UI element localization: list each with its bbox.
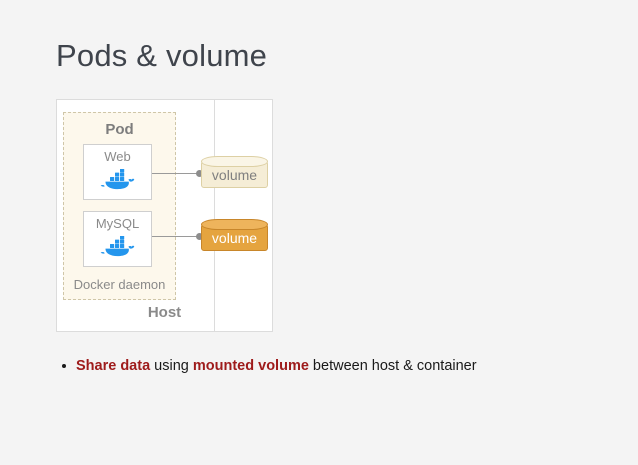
- pod-label: Pod: [105, 121, 134, 138]
- bullet-emphasis-1: Share data: [76, 358, 151, 374]
- container-box-web: Web: [83, 144, 152, 200]
- bullet-text-2: between host & container: [308, 358, 477, 374]
- container-box-mysql: MySQL: [83, 211, 152, 267]
- page-title: Pods & volume: [56, 38, 268, 73]
- connector-dot-mysql: [196, 233, 203, 240]
- list-item: Share data using mounted volume between …: [58, 356, 477, 376]
- volume-top-ellipse-mysql: [201, 219, 268, 230]
- container-label-mysql: MySQL: [95, 216, 140, 231]
- pod-box: [63, 112, 176, 300]
- volume-cylinder-mysql: volume: [201, 219, 268, 253]
- volume-top-ellipse-web: [201, 156, 268, 167]
- docker-whale-icon: [84, 236, 151, 258]
- volume-label-mysql: volume: [211, 229, 258, 246]
- connector-line-web: [152, 173, 199, 174]
- docker-whale-icon: [84, 169, 151, 191]
- volume-cylinder-web: volume: [201, 156, 268, 190]
- bullet-emphasis-2: mounted volume: [192, 358, 309, 374]
- volume-label-web: volume: [211, 166, 258, 183]
- connector-dot-web: [196, 170, 203, 177]
- connector-line-mysql: [152, 236, 199, 237]
- docker-daemon-label: Docker daemon: [73, 277, 166, 292]
- host-box-right-panel: [215, 99, 273, 332]
- bullet-text-1: using: [150, 358, 193, 374]
- pods-volume-diagram: Pod Web MySQL: [56, 99, 273, 334]
- bullet-list: Share data using mounted volume between …: [58, 356, 477, 376]
- host-label: Host: [147, 304, 182, 321]
- container-label-web: Web: [104, 149, 131, 164]
